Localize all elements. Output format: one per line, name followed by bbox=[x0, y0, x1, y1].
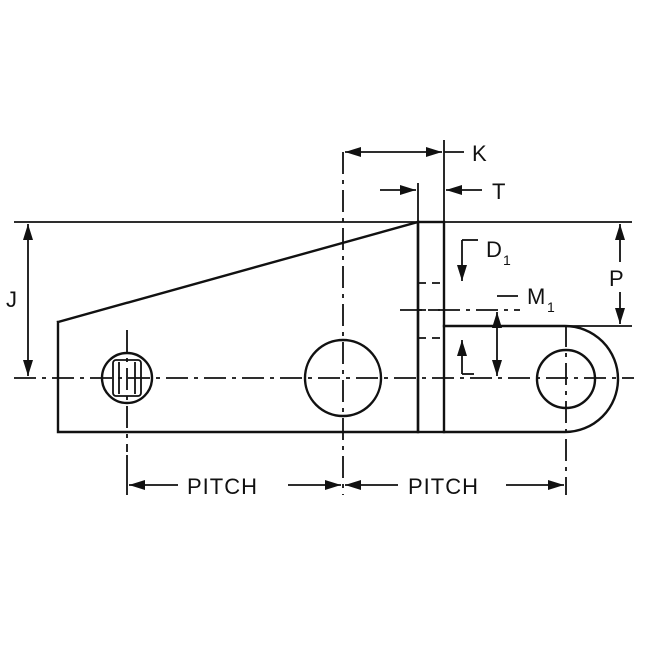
extension-lines bbox=[14, 140, 632, 495]
dimension-pitch-right: PITCH bbox=[345, 474, 564, 499]
dimension-p: P bbox=[609, 224, 625, 324]
label-m1-subscript: 1 bbox=[547, 299, 555, 315]
large-hole-center bbox=[303, 338, 383, 418]
label-d1: D bbox=[486, 237, 503, 262]
attachment-plate-outline bbox=[56, 220, 420, 434]
dimension-l bbox=[457, 340, 474, 375]
label-t: T bbox=[492, 179, 506, 204]
label-k: K bbox=[472, 141, 488, 166]
dimension-pitch-left: PITCH bbox=[129, 474, 341, 499]
dimension-j: J bbox=[6, 224, 33, 376]
label-pitch-left: PITCH bbox=[187, 474, 258, 499]
dimension-t: T bbox=[380, 179, 506, 204]
label-m1: M bbox=[527, 284, 546, 309]
label-pitch-right: PITCH bbox=[408, 474, 479, 499]
label-d1-subscript: 1 bbox=[503, 252, 511, 268]
link-end-rounded bbox=[442, 324, 620, 434]
dimension-k: K bbox=[345, 141, 488, 166]
vertical-bar bbox=[416, 220, 446, 434]
center-lines bbox=[14, 152, 634, 495]
label-p: P bbox=[609, 266, 625, 291]
dimension-d1: D 1 bbox=[457, 237, 511, 281]
dimension-m1: M 1 bbox=[492, 284, 555, 376]
label-j: J bbox=[6, 287, 18, 312]
